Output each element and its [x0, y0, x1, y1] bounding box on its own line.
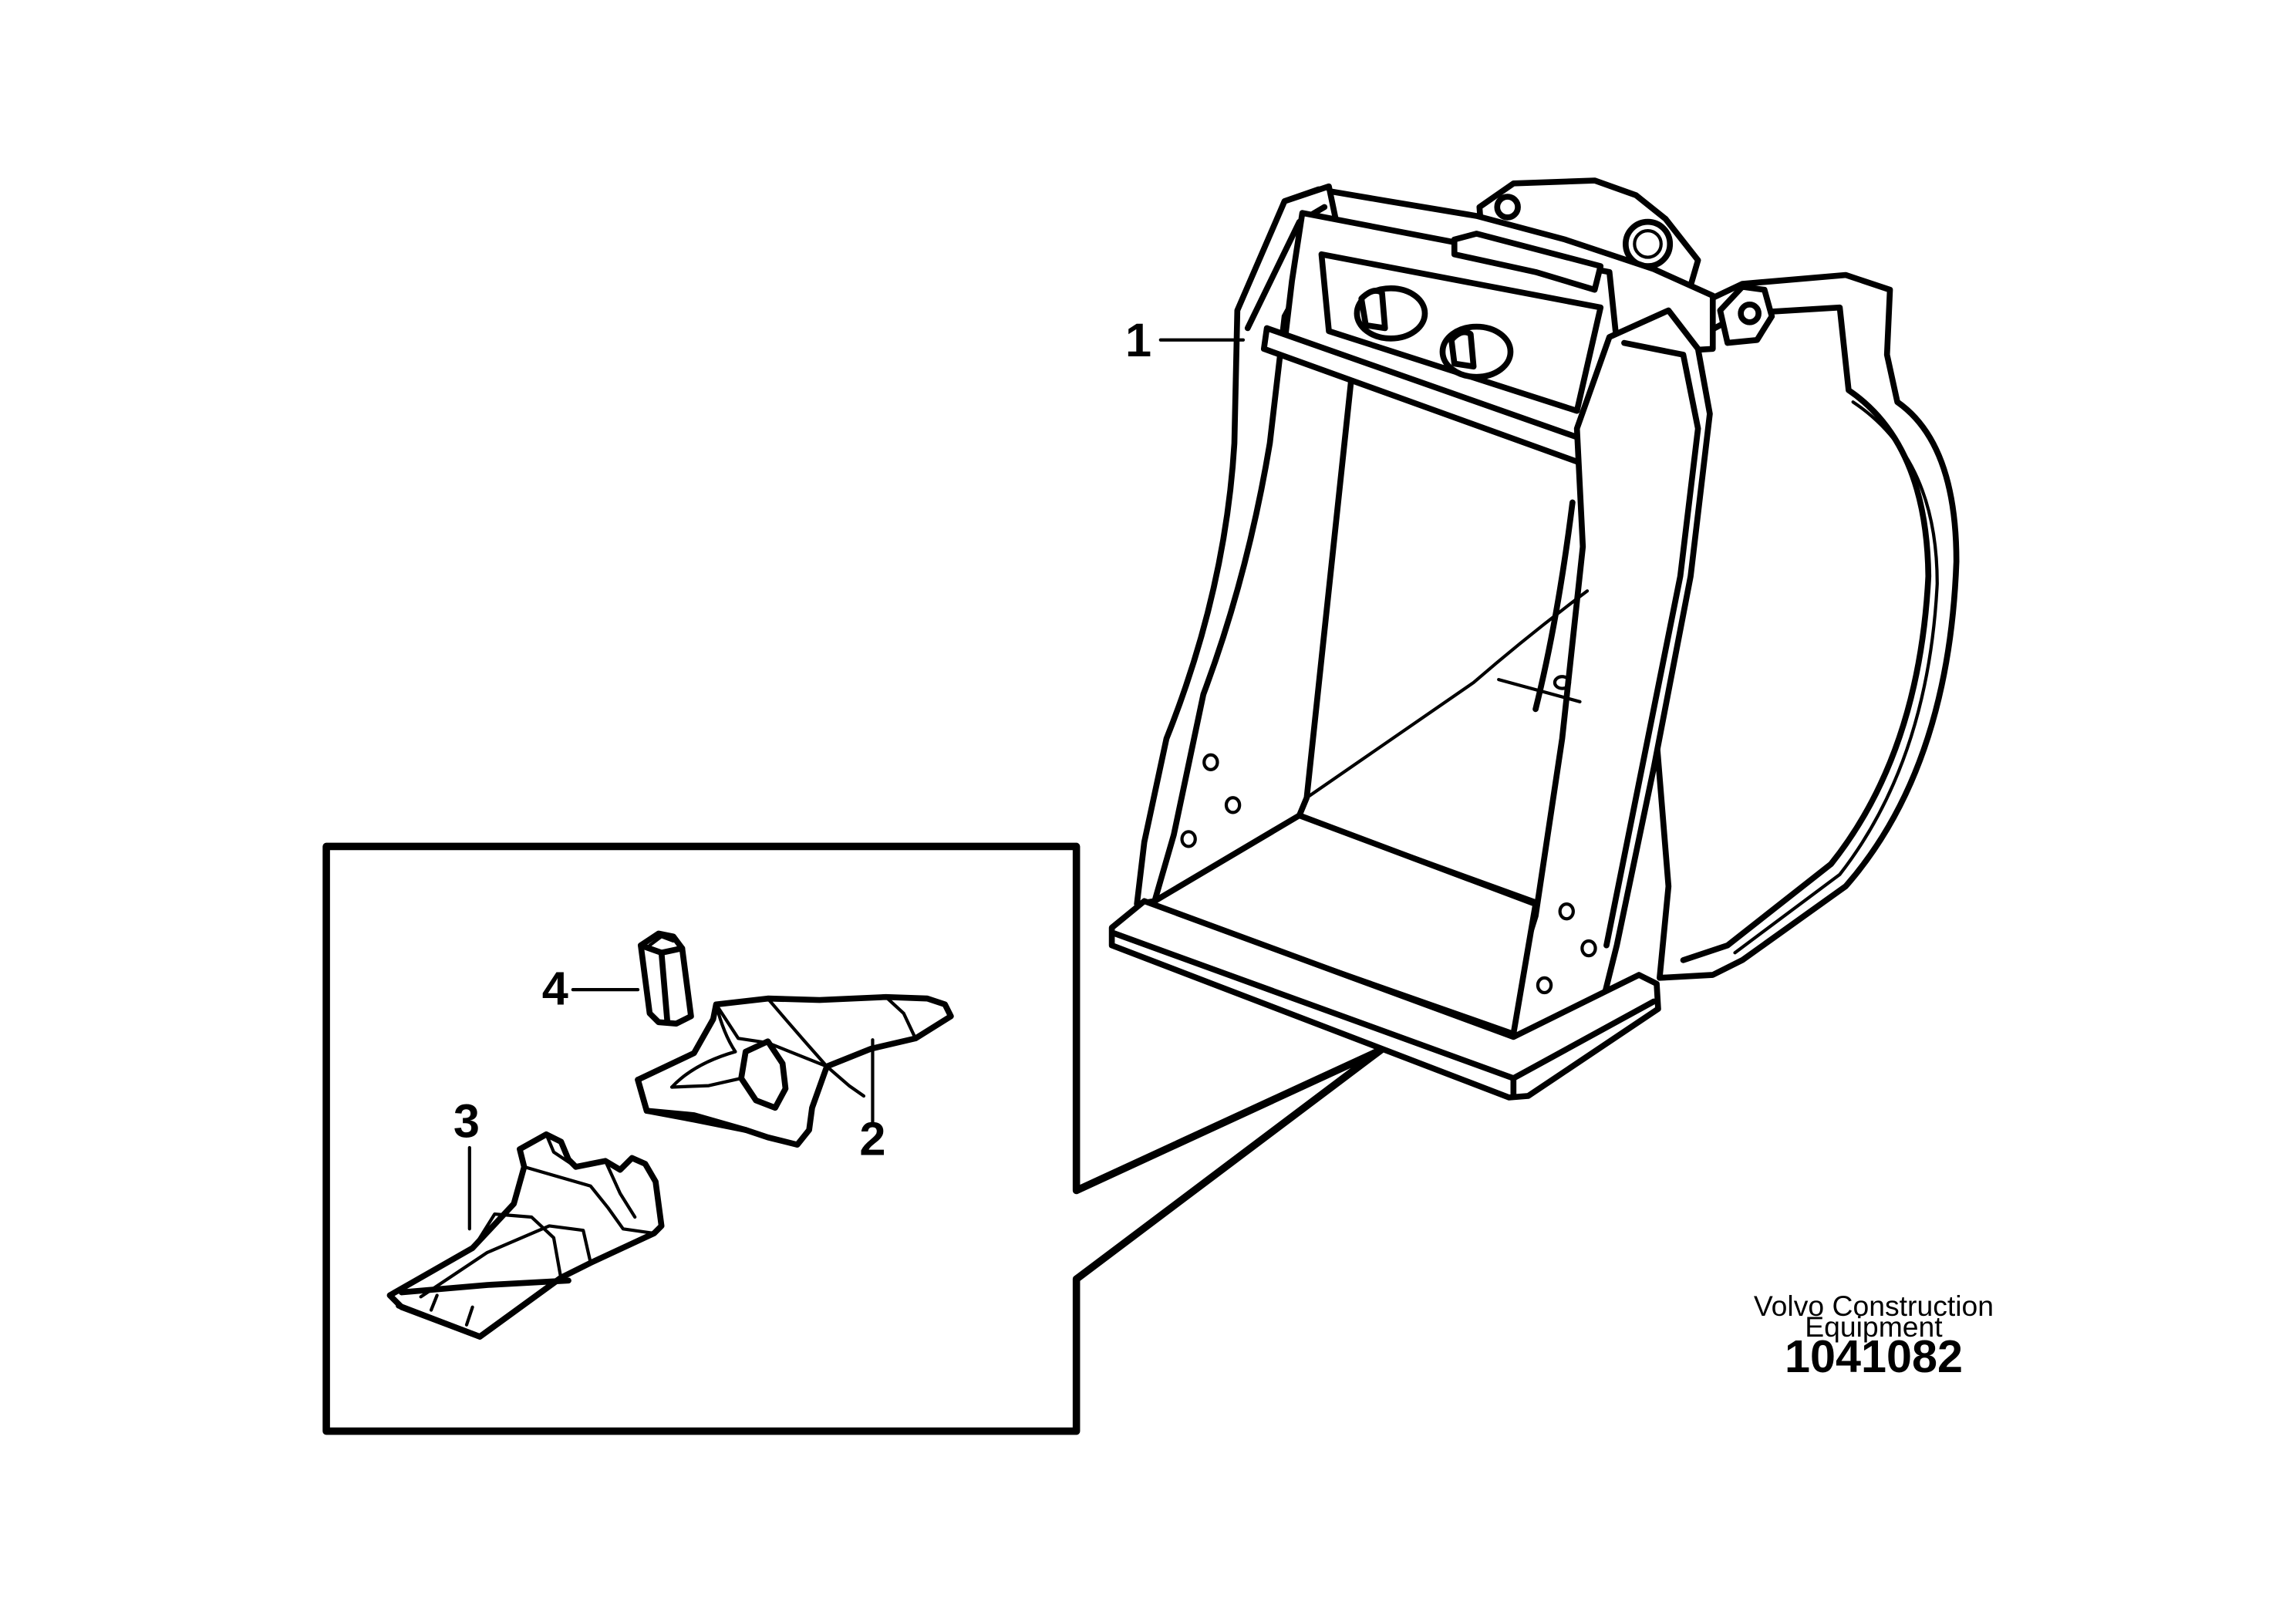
tooth-illustration — [635, 993, 954, 1148]
adapter-illustration — [386, 1131, 665, 1340]
detail-frame — [322, 842, 1384, 1435]
leader-lines — [467, 338, 1246, 1231]
maker-name-line1: Volvo Construction — [1754, 1290, 1994, 1322]
callout-2: 2 — [859, 1113, 885, 1165]
pin-illustration — [638, 930, 694, 1027]
maker-name-line2: Equipment — [1805, 1310, 1943, 1343]
callout-1: 1 — [1125, 314, 1151, 366]
bucket-illustration — [1108, 177, 1960, 1101]
drawing-number: 1041082 — [1785, 1330, 1963, 1382]
callout-4: 4 — [542, 962, 568, 1014]
callout-3: 3 — [453, 1095, 480, 1148]
